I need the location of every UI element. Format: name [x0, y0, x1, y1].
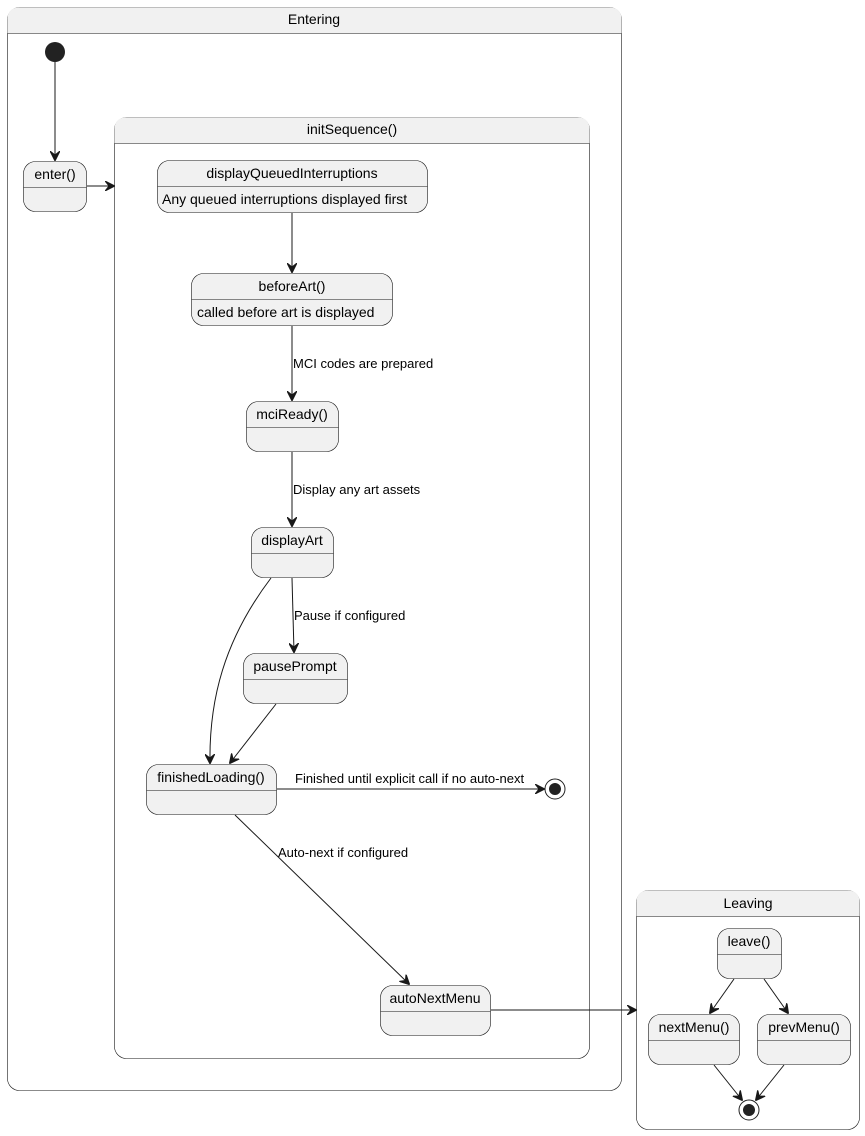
- state-display-queued-label: displayQueuedInterruptions: [206, 165, 377, 181]
- state-pause-prompt-label: pausePrompt: [253, 658, 336, 674]
- state-display-art[interactable]: displayArt: [251, 527, 334, 578]
- composite-entering: Entering: [7, 7, 622, 1091]
- state-auto-next-menu-label: autoNextMenu: [389, 990, 480, 1006]
- composite-leaving: Leaving: [636, 890, 860, 1130]
- composite-leaving-title: Leaving: [723, 895, 772, 911]
- state-before-art[interactable]: beforeArt() called before art is display…: [191, 273, 393, 326]
- state-prev-menu[interactable]: prevMenu(): [757, 1014, 851, 1065]
- edge-leave-to-prev-menu: [763, 978, 788, 1013]
- state-display-queued-desc: Any queued interruptions displayed first: [162, 191, 407, 207]
- final-state-init-sequence: [544, 778, 566, 800]
- state-display-queued-interruptions[interactable]: displayQueuedInterruptions Any queued in…: [157, 160, 428, 213]
- edge-next-menu-to-final: [713, 1064, 742, 1100]
- edge-label-pause-configured: Pause if configured: [294, 608, 405, 623]
- edge-leave-to-next-menu: [710, 978, 735, 1013]
- initial-state: [45, 42, 65, 62]
- state-leave-label: leave(): [728, 933, 771, 949]
- composite-init-sequence-title: initSequence(): [307, 121, 397, 137]
- state-pause-prompt[interactable]: pausePrompt: [243, 653, 348, 704]
- edge-pause-prompt-to-finished-loading: [230, 703, 277, 763]
- state-next-menu[interactable]: nextMenu(): [648, 1014, 740, 1065]
- final-state-leaving: [738, 1099, 760, 1121]
- state-next-menu-label: nextMenu(): [659, 1019, 730, 1035]
- edge-label-mci-prepared: MCI codes are prepared: [293, 356, 433, 371]
- state-leave[interactable]: leave(): [717, 928, 782, 979]
- edge-prev-menu-to-final: [756, 1064, 785, 1100]
- state-enter-label: enter(): [34, 166, 75, 182]
- state-prev-menu-label: prevMenu(): [768, 1019, 840, 1035]
- state-before-art-desc: called before art is displayed: [197, 304, 374, 320]
- state-finished-loading-label: finishedLoading(): [157, 769, 264, 785]
- state-mci-ready[interactable]: mciReady(): [246, 401, 339, 452]
- state-mci-ready-label: mciReady(): [256, 406, 328, 422]
- edge-display-art-to-pause-prompt: [292, 577, 294, 652]
- edge-label-display-assets: Display any art assets: [293, 482, 421, 497]
- composite-entering-title: Entering: [288, 11, 340, 27]
- composite-init-sequence: initSequence(): [114, 117, 590, 1059]
- edge-display-art-to-finished-loading: [210, 577, 272, 763]
- edge-label-auto-next: Auto-next if configured: [278, 845, 408, 860]
- state-display-art-label: displayArt: [261, 532, 323, 548]
- edge-finished-loading-to-auto-next-menu: [234, 814, 409, 984]
- state-enter[interactable]: enter(): [23, 161, 87, 212]
- state-before-art-label: beforeArt(): [259, 278, 326, 294]
- state-auto-next-menu[interactable]: autoNextMenu: [380, 985, 491, 1036]
- state-finished-loading[interactable]: finishedLoading(): [146, 764, 277, 815]
- edge-label-finished-until: Finished until explicit call if no auto-…: [295, 771, 524, 786]
